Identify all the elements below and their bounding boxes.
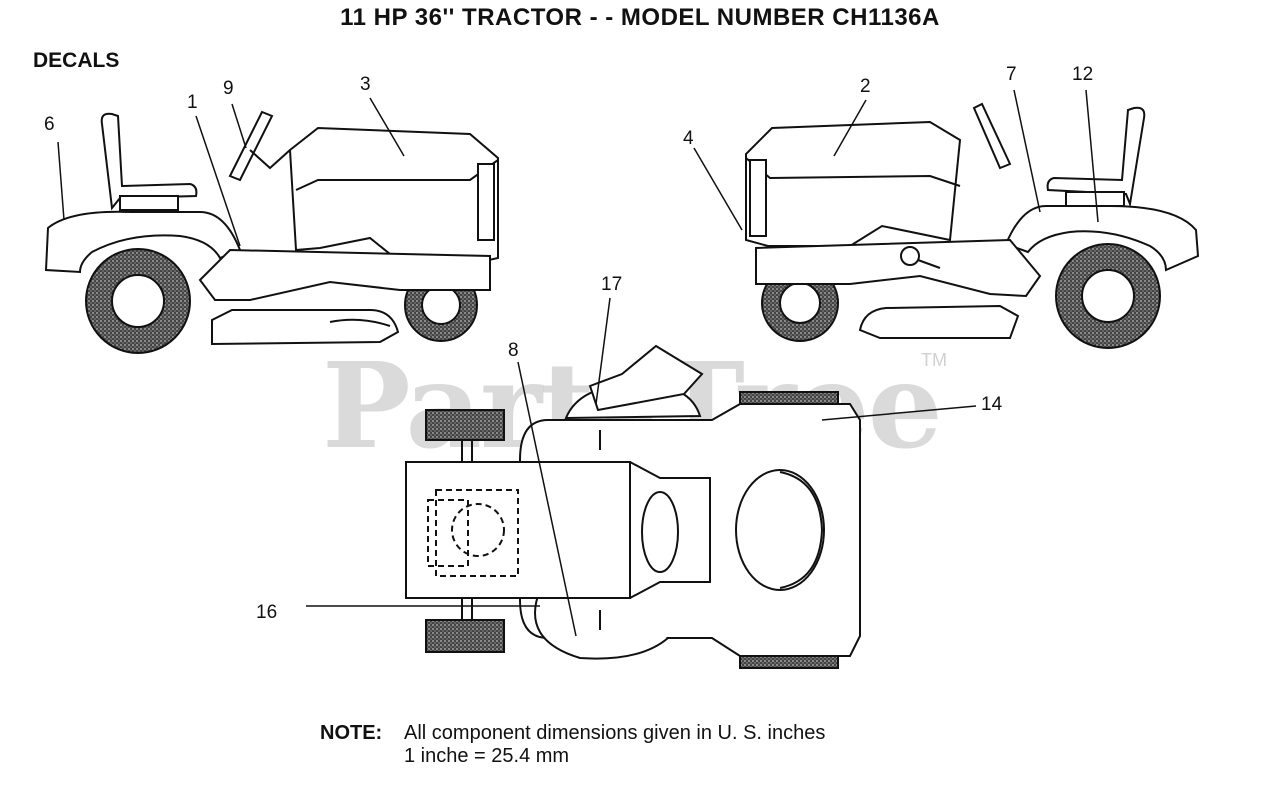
note-line-1: All component dimensions given in U. S. … (404, 722, 826, 744)
left-side-view (44, 110, 499, 354)
callout-6: 6 (44, 114, 55, 135)
note-body: All component dimensions given in U. S. … (404, 722, 825, 768)
diagram-title: 11 HP 36'' TRACTOR - - MODEL NUMBER CH11… (340, 4, 940, 31)
section-heading: DECALS (33, 49, 120, 72)
decal-17-shape (588, 344, 704, 412)
frame (755, 238, 1042, 298)
callout-17: 17 (601, 274, 623, 295)
hood (745, 120, 962, 247)
frame (198, 248, 491, 301)
rear-bottom-tire (739, 655, 839, 669)
mower-deck (858, 304, 1020, 339)
right-side-view (745, 102, 1200, 349)
rear-fender (1004, 205, 1200, 272)
callout-9: 9 (223, 78, 234, 99)
callout-16: 16 (256, 602, 278, 623)
seat (100, 112, 198, 211)
seat-cushion (735, 469, 825, 591)
callout-14: 14 (981, 394, 1003, 415)
dimension-note: NOTE: All component dimensions given in U… (320, 722, 825, 768)
mower-deck (211, 309, 400, 346)
note-line-2: 1 inche = 25.4 mm (404, 745, 570, 767)
steering-wheel (972, 102, 1012, 170)
callout-1: 1 (187, 92, 198, 113)
callout-4: 4 (683, 128, 694, 149)
callout-8: 8 (508, 340, 519, 361)
watermark-trademark: TM (921, 350, 947, 370)
note-label: NOTE: (320, 722, 383, 744)
front-left-tire (425, 409, 505, 441)
callout-2: 2 (860, 76, 871, 97)
callout-12: 12 (1072, 64, 1094, 85)
leader-lines (57, 89, 1099, 637)
top-view (405, 344, 861, 669)
rear-fender (44, 210, 242, 274)
callout-3: 3 (360, 74, 371, 95)
steering-wheel (228, 110, 274, 182)
callout-7: 7 (1006, 64, 1017, 85)
front-right-tire (425, 619, 505, 653)
seat (1046, 106, 1146, 208)
hood (288, 126, 499, 263)
